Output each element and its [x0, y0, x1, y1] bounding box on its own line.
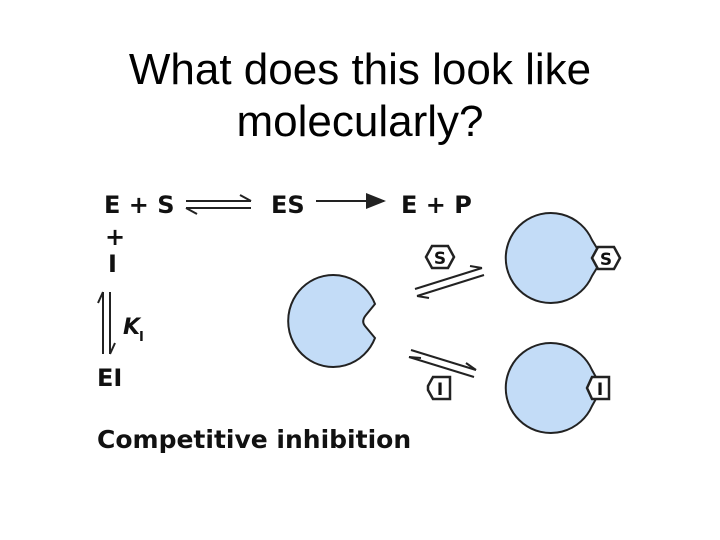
scheme-ei: EI [97, 364, 122, 392]
slide-title-line-1: What does this look like [128, 45, 592, 94]
inhibitor-molecule-bound [585, 375, 611, 401]
substrate-bound-label: S [600, 250, 612, 270]
enzyme-free [287, 274, 377, 368]
substrate-free-label: S [434, 249, 446, 269]
scheme-plus-sign: + [105, 223, 125, 251]
inhibitor-bound-label: I [597, 380, 603, 400]
scheme-k-constant: K [123, 315, 142, 340]
scheme-es: ES [271, 191, 305, 219]
scheme-k-subscript: I [139, 330, 144, 345]
equilibrium-arrows-inhibitor-binding [408, 349, 477, 378]
enzyme-inhibitor-complex: I [504, 342, 611, 434]
enzyme-substrate-complex: S [504, 212, 622, 304]
equilibrium-arrows-inhibitor [97, 291, 116, 355]
equilibrium-arrows-e-s [185, 194, 252, 215]
inhibitor-molecule-free: I [426, 375, 452, 401]
scheme-e-plus-s: E + S [104, 191, 175, 219]
substrate-molecule-free: S [424, 244, 456, 270]
substrate-molecule-bound [590, 245, 622, 271]
slide-title: What does this look like molecularly? [0, 44, 720, 148]
diagram-caption: Competitive inhibition [97, 425, 411, 454]
scheme-inhibitor-i: I [108, 250, 117, 278]
inhibitor-free-label: I [437, 380, 443, 400]
slide-title-line-2: molecularly? [236, 97, 484, 146]
scheme-e-plus-p: E + P [401, 191, 472, 219]
equilibrium-arrows-substrate-binding [414, 265, 485, 299]
